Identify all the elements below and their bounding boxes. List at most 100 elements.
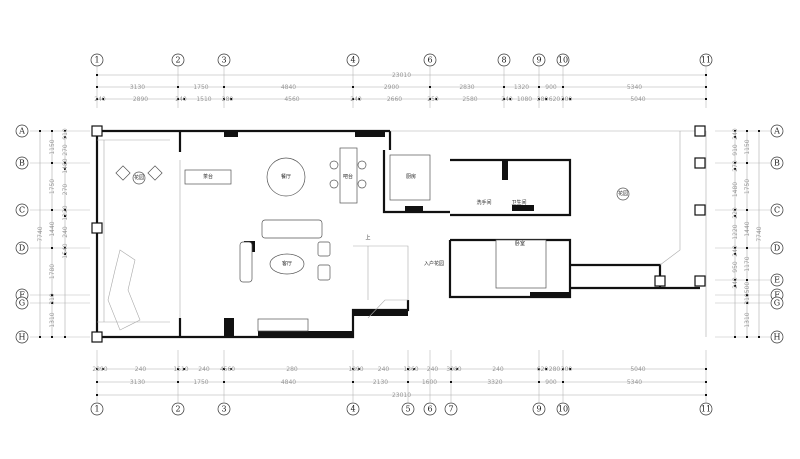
axis-bottom-4 xyxy=(346,402,360,416)
dim-bottom-sub-text: 4560 xyxy=(220,366,235,373)
dim-tick xyxy=(352,381,354,383)
axis-top-8-label: 8 xyxy=(501,56,506,65)
axis-bottom-1-label: 1 xyxy=(94,405,99,414)
dim-left-sub-text: 270 xyxy=(62,184,69,196)
axis-bottom-11-label: 11 xyxy=(701,405,711,414)
column xyxy=(654,275,666,287)
dim-tick xyxy=(96,368,98,370)
dim-top-seg-text: 4840 xyxy=(281,84,296,91)
dim-tick xyxy=(51,130,53,132)
walls xyxy=(95,129,707,339)
dim-tick xyxy=(64,336,66,338)
dim-tick xyxy=(39,130,41,132)
dim-tick xyxy=(746,162,748,164)
dim-tick xyxy=(177,368,179,370)
axis-bottom-3 xyxy=(217,402,231,416)
dim-left-sub-text: 270 xyxy=(62,144,69,156)
dim-tick xyxy=(435,98,437,100)
label-toilet: 卫生间 xyxy=(511,199,526,206)
dim-bottom-sub-text: 240 xyxy=(427,366,439,373)
label-living: 客厅 xyxy=(282,260,292,267)
axis-right-B xyxy=(770,156,784,170)
dim-bottom-sub-text: 240 xyxy=(378,366,390,373)
dim-tick xyxy=(358,98,360,100)
dim-right-sub-text: 240 xyxy=(732,128,739,140)
dim-tick xyxy=(413,368,415,370)
dim-tick xyxy=(39,336,41,338)
dim-top-sub-text: 2660 xyxy=(387,96,402,103)
dim-tick xyxy=(64,215,66,217)
axis-right-A xyxy=(770,124,784,138)
axis-bottom-1 xyxy=(90,402,104,416)
dim-tick xyxy=(429,98,431,100)
axis-top-3-label: 3 xyxy=(221,56,226,65)
dim-bottom-seg-text: 900 xyxy=(545,379,557,386)
dim-tick xyxy=(64,253,66,255)
axis-top-2 xyxy=(171,53,185,67)
dim-top-sub-text: 300 xyxy=(561,96,573,103)
dim-tick xyxy=(450,381,452,383)
dim-top-sub-text: 280 xyxy=(537,96,549,103)
dim-tick xyxy=(230,98,232,100)
dim-tick xyxy=(734,130,736,132)
axis-top-10 xyxy=(556,53,570,67)
axis-right-E-label: E xyxy=(774,276,780,285)
dim-tick xyxy=(538,86,540,88)
dim-tick xyxy=(96,381,98,383)
dim-tick xyxy=(352,86,354,88)
dim-bottom-seg-text: 2130 xyxy=(373,379,388,386)
dim-tick xyxy=(177,381,179,383)
dim-bottom-seg-text: 5340 xyxy=(627,379,642,386)
dim-left-total-text: 7740 xyxy=(37,226,44,241)
dim-tick xyxy=(51,336,53,338)
dim-tick xyxy=(705,381,707,383)
dim-tick xyxy=(64,209,66,211)
axis-top-2-label: 2 xyxy=(175,56,180,65)
dim-tick xyxy=(734,162,736,164)
dim-right-seg-text: 1170 xyxy=(744,256,751,271)
axis-right-G xyxy=(770,296,784,310)
dim-tick xyxy=(734,168,736,170)
label-garden: 花园 xyxy=(134,174,144,181)
dim-tick xyxy=(746,247,748,249)
column xyxy=(91,125,103,137)
dim-tick xyxy=(96,98,98,100)
axis-bottom-9-label: 9 xyxy=(536,405,541,414)
dim-tick xyxy=(734,247,736,249)
dim-top-sub-text: 620 xyxy=(549,96,561,103)
dim-top-sub-text: 4560 xyxy=(284,96,299,103)
label-entry-garden: 入户花园 xyxy=(424,260,444,267)
dim-tick xyxy=(223,86,225,88)
axis-bottom-4-label: 4 xyxy=(350,405,355,414)
dim-left-sub-text: 1480 xyxy=(62,158,69,173)
dim-tick xyxy=(746,302,748,304)
axis-top-1-label: 1 xyxy=(94,56,99,65)
axis-top-6 xyxy=(423,53,437,67)
dim-tick xyxy=(705,394,707,396)
dim-top-sub-text: 1510 xyxy=(196,96,211,103)
dim-bottom-sub-text: 1890 xyxy=(348,366,363,373)
dim-tick xyxy=(538,381,540,383)
axis-bottom-7 xyxy=(444,402,458,416)
axis-left-G xyxy=(15,296,29,310)
dim-tick xyxy=(758,336,760,338)
dim-tick xyxy=(102,368,104,370)
dim-tick xyxy=(183,98,185,100)
dim-tick xyxy=(64,168,66,170)
dim-tick xyxy=(734,285,736,287)
dim-tick xyxy=(746,279,748,281)
axis-right-C-label: C xyxy=(774,206,780,215)
dim-bottom-sub-text: 1510 xyxy=(173,366,188,373)
dim-tick xyxy=(734,136,736,138)
axis-bottom-2 xyxy=(171,402,185,416)
dim-tick xyxy=(734,215,736,217)
dim-top-sub-text: 1080 xyxy=(517,96,532,103)
dim-tick xyxy=(746,294,748,296)
label-courtyard: 花园 xyxy=(618,190,628,197)
dim-left-seg-text: 1310 xyxy=(49,312,56,327)
axis-top-10-label: 10 xyxy=(558,56,568,65)
dim-top-seg-text: 2900 xyxy=(384,84,399,91)
structural-columns xyxy=(91,125,706,343)
dim-tick xyxy=(562,86,564,88)
